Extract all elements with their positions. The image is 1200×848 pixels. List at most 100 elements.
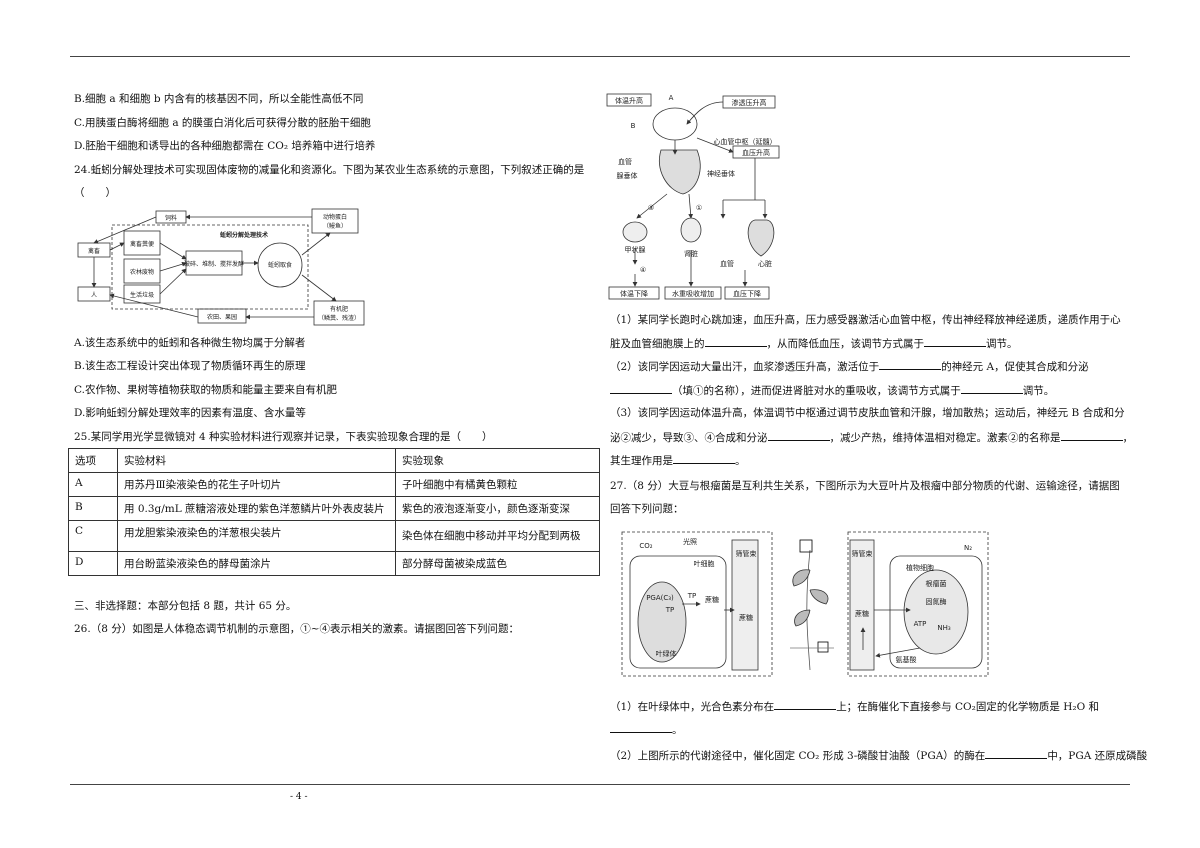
q26-fig-cv-center: 心血管中枢（延髓） bbox=[714, 137, 777, 146]
answer-blank[interactable] bbox=[704, 336, 767, 347]
table-cell: 用龙胆紫染液染色的洋葱根尖装片 bbox=[117, 520, 396, 552]
q26-1-line1: （1）某同学长跑时心跳加速，血压升高，压力感受器激活心血管中枢，传出神经释放神经… bbox=[610, 314, 1121, 326]
q27-1-text-a: （1）在叶绿体中，光合色素分布在 bbox=[610, 701, 775, 713]
q26-fig-temp-up: 体温升高 bbox=[615, 96, 643, 105]
answer-blank[interactable] bbox=[960, 383, 1023, 394]
q26-3-text-d: 其生理作用是 bbox=[610, 455, 673, 467]
top-rule bbox=[70, 56, 1130, 57]
q26-2-text-d: 调节。 bbox=[1022, 385, 1055, 397]
q26-1-text-c: 调节。 bbox=[986, 338, 1018, 350]
table-cell: 用苏丹Ⅲ染液染色的花生子叶切片 bbox=[117, 472, 396, 497]
q27-fig-sieve: 筛管束 bbox=[736, 549, 757, 558]
page-number: - 4 - bbox=[290, 792, 308, 802]
q27-stem-line1: 27.（8 分）大豆与根瘤菌是互利共生关系，下图所示为大豆叶片及根瘤中部分物质的… bbox=[610, 480, 1120, 492]
answer-blank[interactable] bbox=[767, 430, 830, 441]
bottom-rule bbox=[70, 784, 1130, 785]
q25-stem: 25.某同学用光学显微镜对 4 种实验材料进行观察并记录，下表实验现象合理的是（… bbox=[74, 431, 493, 443]
table-cell: 紫色的液泡逐渐变小，颜色逐渐变深 bbox=[395, 496, 600, 521]
q24-stem: 24.蚯蚓分解处理技术可实现固体废物的减量化和资源化。下图为某农业生态系统的示意… bbox=[74, 164, 585, 176]
table-cell: A bbox=[68, 472, 118, 497]
answer-blank[interactable] bbox=[673, 453, 735, 464]
q27-fig-nitrogenase: 固氮酶 bbox=[926, 597, 947, 606]
q26-fig-kidney: 肾脏 bbox=[684, 249, 698, 258]
answer-blank[interactable] bbox=[774, 699, 837, 710]
q24-fig-animal-protein: 动物蛋白 bbox=[323, 213, 347, 221]
q26-fig-label-a: A bbox=[669, 94, 674, 102]
q27-stem-line2: 回答下列问题： bbox=[610, 503, 684, 515]
q24-option-a: A.该生态系统中的蚯蚓和各种微生物均属于分解者 bbox=[74, 337, 306, 349]
q26-fig-n1: ① bbox=[696, 204, 702, 212]
table-row: C 用龙胆紫染液染色的洋葱根尖装片 染色体在细胞中移动并平均分配到两极 bbox=[68, 520, 600, 552]
table-cell: B bbox=[68, 496, 118, 521]
q24-ecosystem-diagram: 饲料 动物蛋白 （鳗鱼） 禽畜 禽畜粪便 农林废物 生活垃圾 蚯蚓分解处理技术 … bbox=[77, 208, 365, 326]
q26-2-line1: （2）该同学因运动大量出汗，血浆渗透压升高，激活位于 的神经元 A，促使其合成和分… bbox=[610, 359, 1089, 374]
table-cell: D bbox=[68, 551, 118, 576]
q24-fig-tech-title: 蚯蚓分解处理技术 bbox=[220, 231, 268, 239]
q26-fig-bp-up: 血压升高 bbox=[742, 148, 770, 157]
q26-fig-heart: 心脏 bbox=[758, 259, 772, 268]
q27-fig-tp2: TP bbox=[687, 592, 697, 600]
table-cell: 用 0.3g/mL 蔗糖溶液处理的紫色洋葱鳞片叶外表皮装片 bbox=[117, 496, 396, 521]
q26-3-text-a: 泌②减少，导致③、④合成和分泌 bbox=[610, 432, 768, 444]
answer-blank[interactable] bbox=[610, 383, 672, 394]
table-header-cell: 实验材料 bbox=[117, 448, 396, 473]
q24-fig-crops: 农田、果园 bbox=[207, 313, 237, 321]
q26-2-text-b: 的神经元 A，促使其合成和分泌 bbox=[941, 361, 1089, 373]
q27-fig-plant-cell: 植物细胞 bbox=[906, 563, 934, 572]
q27-1-line2: 。 bbox=[610, 722, 683, 737]
answer-blank[interactable] bbox=[879, 359, 942, 370]
q26-fig-water-up: 水重吸收增加 bbox=[672, 289, 714, 298]
q26-stem: 26.（8 分）如图是人体稳态调节机制的示意图，①~④表示相关的激素。请据图回答… bbox=[74, 623, 520, 635]
q27-fig-chloroplast: 叶绿体 bbox=[656, 649, 677, 658]
q27-1-text-c: 。 bbox=[672, 724, 683, 736]
q26-fig-bp-down: 血压下降 bbox=[733, 289, 761, 298]
answer-blank[interactable] bbox=[610, 722, 672, 733]
q27-fig-co2: CO₂ bbox=[639, 542, 652, 550]
answer-blank[interactable] bbox=[924, 336, 986, 347]
table-cell: 部分酵母菌被染成蓝色 bbox=[395, 551, 600, 576]
q26-3-text-b: ，减少产热，维持体温相对稳定。激素②的名称是 bbox=[829, 432, 1061, 444]
q24-paren: （ ） bbox=[74, 187, 116, 199]
q26-1-text-a: 脏及血管细胞膜上的 bbox=[610, 338, 705, 350]
q26-3-line2: 泌②减少，导致③、④合成和分泌，减少产热，维持体温相对稳定。激素②的名称是， bbox=[610, 430, 1133, 445]
table-cell: 子叶细胞中有橘黄色颗粒 bbox=[395, 472, 600, 497]
table-cell: C bbox=[68, 520, 118, 552]
q24-fig-human: 人 bbox=[91, 292, 97, 299]
q27-fig-sieve2: 筛管束 bbox=[852, 549, 873, 558]
q24-fig-fertilizer: 有机肥 bbox=[330, 305, 348, 313]
q24-fig-livestock: 禽畜 bbox=[88, 247, 100, 255]
q24-option-b: B.该生态工程设计突出体现了物质循环再生的原理 bbox=[74, 360, 306, 372]
q23-option-d: D.胚胎干细胞和诱导出的各种细胞都需在 CO₂ 培养箱中进行培养 bbox=[74, 140, 376, 152]
table-header-cell: 实验现象 bbox=[395, 448, 600, 473]
q26-fig-pituitary: 腺垂体 bbox=[617, 171, 638, 180]
q27-fig-sucrose3: 蔗糖 bbox=[855, 609, 869, 618]
q26-fig-n3: ③ bbox=[648, 204, 654, 212]
q27-fig-sucrose2: 蔗糖 bbox=[739, 613, 753, 622]
q26-fig-vessel2: 血管 bbox=[720, 259, 734, 268]
q27-2-text-a: （2）上图所示的代谢途径中，催化固定 CO₂ 形成 3-磷酸甘油酸（PGA）的酶… bbox=[610, 750, 986, 762]
q26-2-text-a: （2）该同学因运动大量出汗，血浆渗透压升高，激活位于 bbox=[610, 361, 880, 373]
q26-3-line3: 其生理作用是。 bbox=[610, 453, 746, 468]
table-row: D 用台盼蓝染液染色的酵母菌涂片 部分酵母菌被染成蓝色 bbox=[68, 551, 600, 576]
q27-fig-atp: ATP bbox=[914, 620, 927, 628]
q24-fig-earthworm: 蚯蚓取食 bbox=[268, 261, 292, 269]
q24-option-c: C.农作物、果树等植物获取的物质和能量主要来自有机肥 bbox=[74, 384, 337, 396]
table-cell: 染色体在细胞中移动并平均分配到两极 bbox=[395, 520, 600, 552]
q26-fig-osmotic-up: 渗透压升高 bbox=[732, 98, 767, 107]
q27-fig-nh3: NH₃ bbox=[937, 624, 951, 632]
q27-fig-rhizobium: 根瘤菌 bbox=[926, 579, 947, 588]
q26-fig-thyroid: 甲状腺 bbox=[625, 245, 646, 254]
answer-blank[interactable] bbox=[1060, 430, 1123, 441]
q26-2-line2: （填①的名称），进而促进肾脏对水的重吸收，该调节方式属于 调节。 bbox=[610, 383, 1054, 398]
q26-fig-vessel: 血管 bbox=[618, 157, 632, 166]
q27-fig-light: 光照 bbox=[683, 537, 697, 546]
q26-fig-n4: ④ bbox=[640, 266, 646, 274]
table-header-cell: 选项 bbox=[68, 448, 118, 473]
q24-option-d: D.影响蚯蚓分解处理效率的因素有温度、含水量等 bbox=[74, 407, 306, 419]
table-cell: 用台盼蓝染液染色的酵母菌涂片 bbox=[117, 551, 396, 576]
q27-2-line1: （2）上图所示的代谢途径中，催化固定 CO₂ 形成 3-磷酸甘油酸（PGA）的酶… bbox=[610, 748, 1147, 763]
q26-2-text-c: （填①的名称），进而促进肾脏对水的重吸收，该调节方式属于 bbox=[672, 385, 961, 397]
answer-blank[interactable] bbox=[985, 748, 1048, 759]
q26-1-text-b: ，从而降低血压，该调节方式属于 bbox=[766, 338, 925, 350]
q24-fig-life-garbage: 生活垃圾 bbox=[130, 291, 154, 299]
